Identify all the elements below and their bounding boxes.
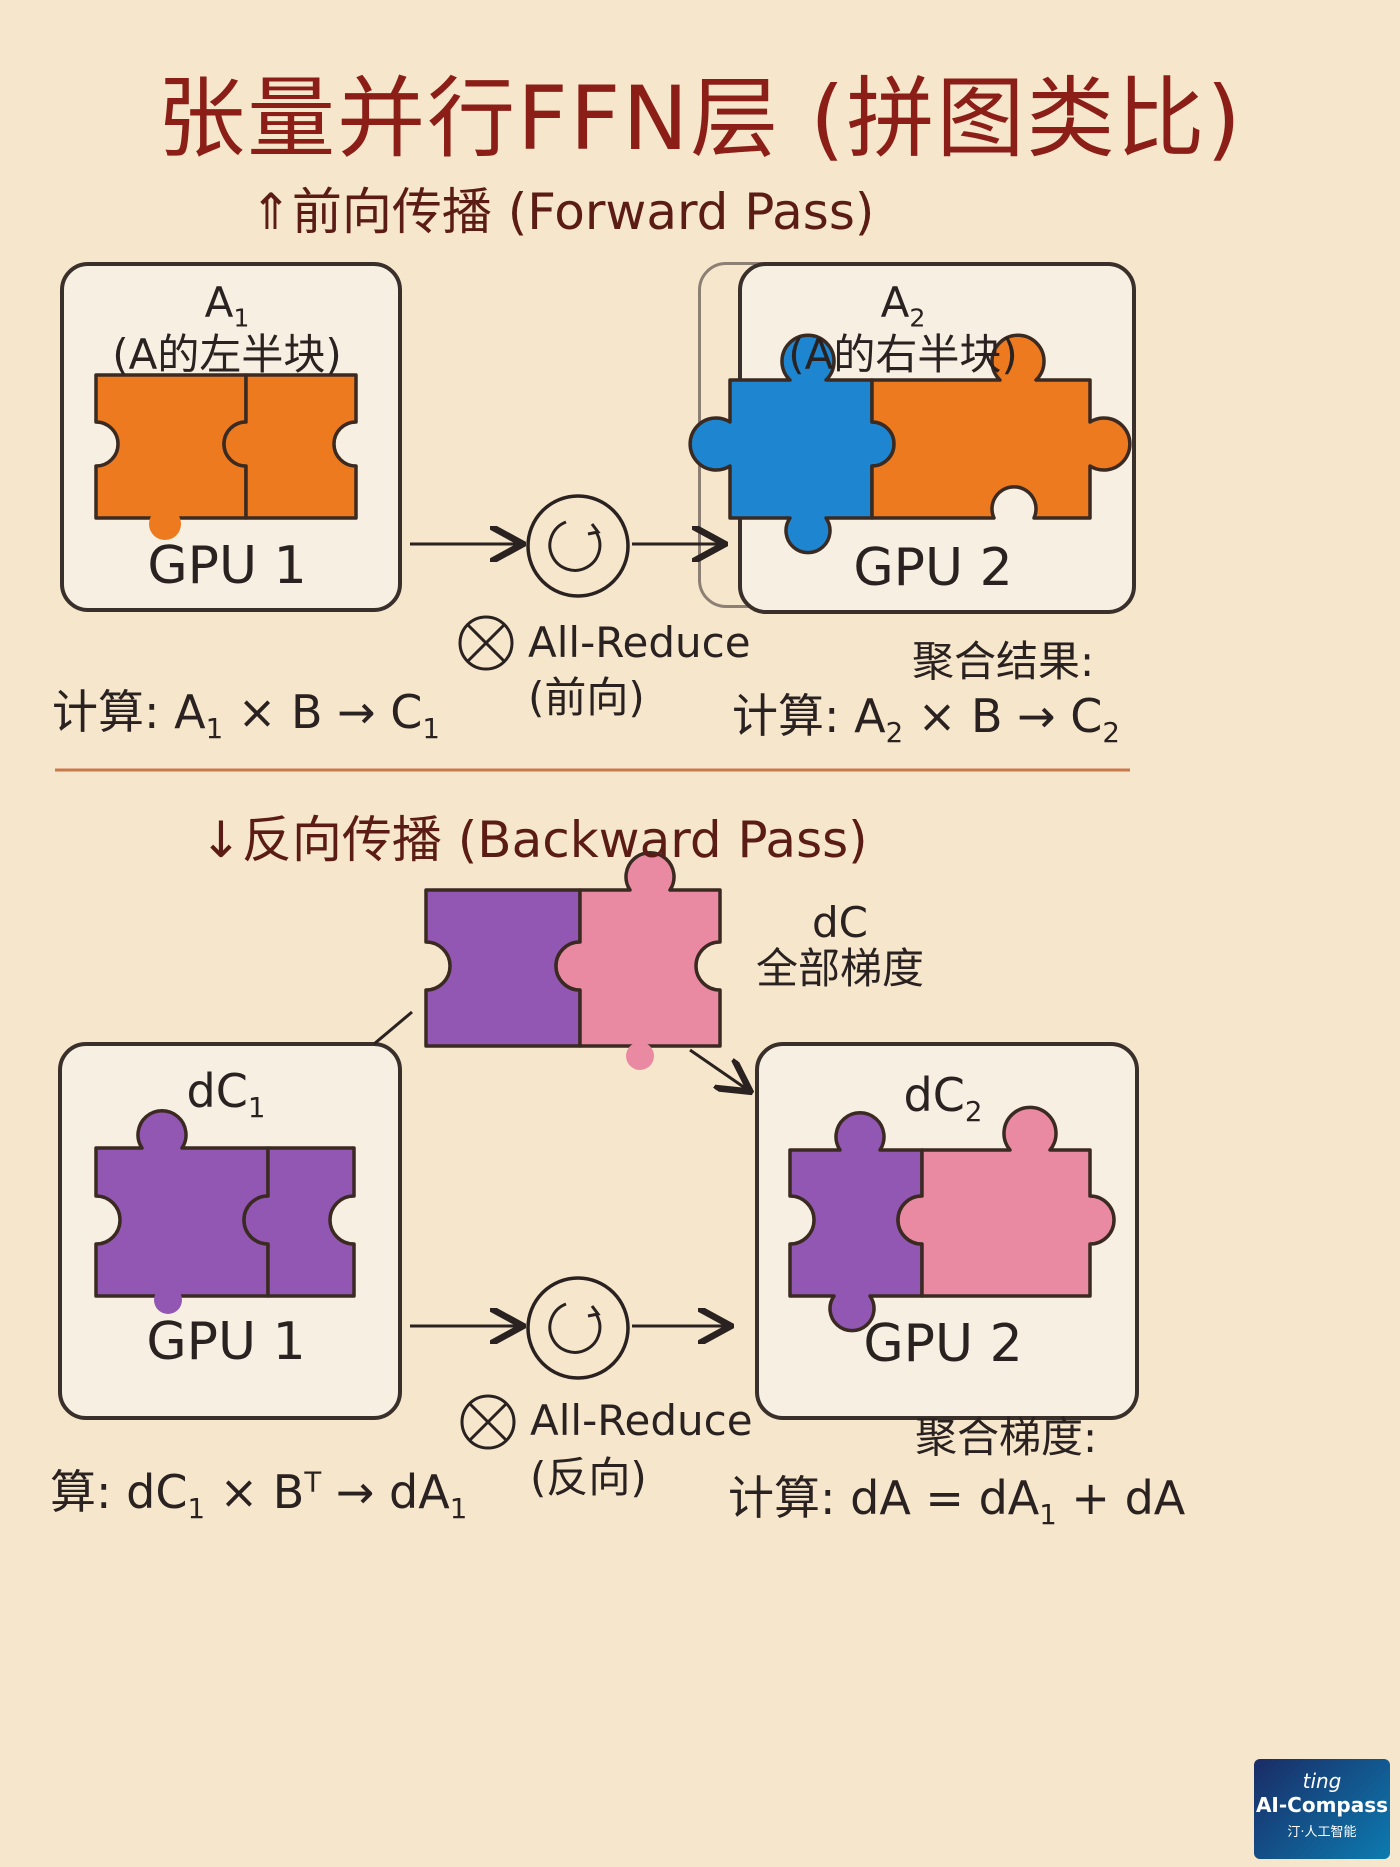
gpu2-forward-label: GPU 2 <box>853 538 1013 598</box>
forward-compute-gpu2: 计算: A2 × B → C2 <box>732 689 1120 750</box>
orange-puzzle-piece-right <box>222 373 358 520</box>
part-sub: 2 <box>909 303 926 333</box>
watermark-logo: ting AI-Compass 汀·人工智能 <box>1254 1759 1390 1859</box>
dc-to-gpu2-arrow <box>689 1048 748 1090</box>
backward-refresh-icon <box>548 1302 602 1354</box>
dc-main: dC <box>812 898 868 947</box>
gpu1-backward-part-label: dC1 <box>186 1064 266 1125</box>
forward-heading: ⇑前向传播 (Forward Pass) <box>250 183 875 241</box>
purple-puzzle-piece-right <box>242 1146 356 1298</box>
gpu1-backward-puzzle <box>94 1108 356 1314</box>
gpu1-forward-part-label: A1 (A的左半块) <box>60 278 394 380</box>
forward-allreduce-note: (前向) <box>528 673 645 722</box>
dc-desc: 全部梯度 <box>755 944 924 994</box>
page-title: 张量并行FFN层 (拼图类比) <box>157 67 1243 170</box>
dc-full-puzzle <box>424 850 722 1070</box>
gpu2-forward-part-label: A2 (A的右半块) <box>738 278 1068 380</box>
part-main: A <box>880 278 910 327</box>
backward-compute-gpu2: 计算: dA = dA1 + dA <box>728 1471 1186 1532</box>
part-main: A <box>204 278 234 327</box>
backward-result-label: 聚合梯度: <box>915 1413 1098 1462</box>
part-sub: 1 <box>233 303 250 333</box>
forward-refresh-icon <box>548 520 602 572</box>
gpu2-backward-label: GPU 2 <box>863 1314 1023 1374</box>
backward-otimes-icon <box>460 1394 516 1450</box>
gpu2-backward-part-label: dC2 <box>903 1068 983 1129</box>
orange-puzzle-piece <box>870 333 1132 520</box>
pink-puzzle-piece <box>896 1105 1116 1298</box>
purple-puzzle-piece-left <box>94 1108 270 1298</box>
backward-heading: ↓反向传播 (Backward Pass) <box>200 811 868 869</box>
dc-full-label: dC 全部梯度 <box>750 898 930 994</box>
blue-puzzle-piece <box>688 333 896 555</box>
gpu2-backward-puzzle <box>788 1105 1116 1333</box>
gpu1-forward-puzzle <box>94 373 358 540</box>
backward-allreduce-note: (反向) <box>530 1453 647 1502</box>
part-desc: (A的右半块) <box>788 330 1018 380</box>
part-desc: (A的左半块) <box>112 330 342 380</box>
backward-compute-gpu1: 算: dC1 × BT → dA1 <box>50 1465 468 1526</box>
forward-allreduce-label: All-Reduce <box>528 618 751 667</box>
backward-allreduce-label: All-Reduce <box>530 1396 753 1445</box>
dc-to-gpu1-line <box>373 1010 413 1046</box>
forward-compute-gpu1: 计算: A1 × B → C1 <box>52 685 440 746</box>
forward-otimes-icon <box>458 615 514 671</box>
gpu1-backward-label: GPU 1 <box>146 1312 306 1372</box>
pink-puzzle-piece <box>554 850 722 1048</box>
forward-sync-circle <box>526 494 630 598</box>
gpu1-forward-label: GPU 1 <box>147 536 307 596</box>
gpu2-forward-puzzle <box>688 333 1132 555</box>
forward-result-label: 聚合结果: <box>912 637 1095 686</box>
puzzle-tab <box>149 508 181 540</box>
backward-sync-circle <box>526 1276 630 1380</box>
